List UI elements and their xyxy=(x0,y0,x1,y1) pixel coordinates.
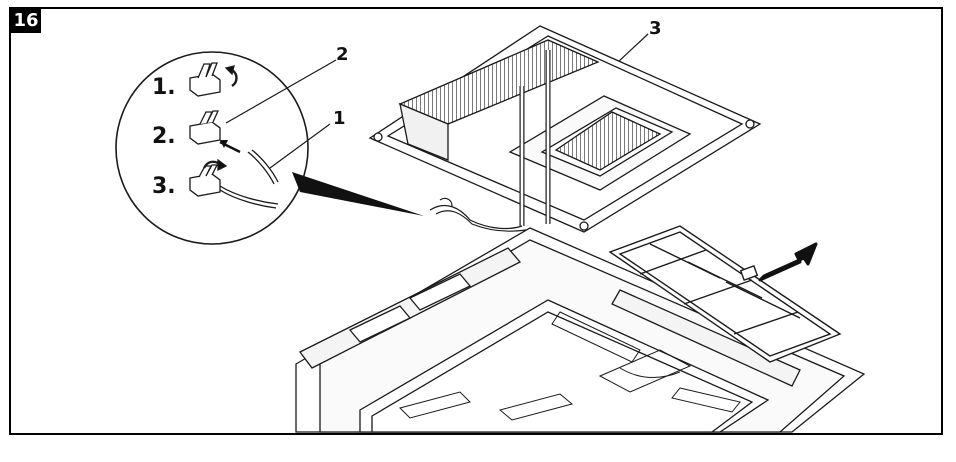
roof-wires xyxy=(429,197,527,232)
direction-arrow-icon xyxy=(758,242,818,282)
interior-mechanics xyxy=(399,311,741,421)
callout-2: 2 xyxy=(336,44,349,65)
callout-1: 1 xyxy=(333,108,346,129)
wire-connector-lever-open-icon xyxy=(189,62,238,97)
callout-2-leader xyxy=(225,59,337,124)
roof-unit-frame xyxy=(368,25,762,233)
figure-number-badge: 16 xyxy=(11,9,41,33)
figure-frame xyxy=(9,7,943,435)
wire-insert-icon xyxy=(189,110,221,145)
loose-wire xyxy=(247,151,275,185)
connection-detail-circle xyxy=(115,51,424,245)
interior-unit xyxy=(295,227,866,433)
detail-pointer-wedge xyxy=(292,172,424,216)
callout-1-leader xyxy=(269,123,331,169)
step-2-label: 2. xyxy=(152,124,176,149)
step-1-label: 1. xyxy=(152,75,176,100)
wire-connector-lever-close-icon xyxy=(189,158,279,209)
insert-arrow-head xyxy=(220,140,228,148)
step-3-label: 3. xyxy=(152,174,176,199)
callout-3: 3 xyxy=(649,18,662,39)
air-filter xyxy=(608,225,842,363)
